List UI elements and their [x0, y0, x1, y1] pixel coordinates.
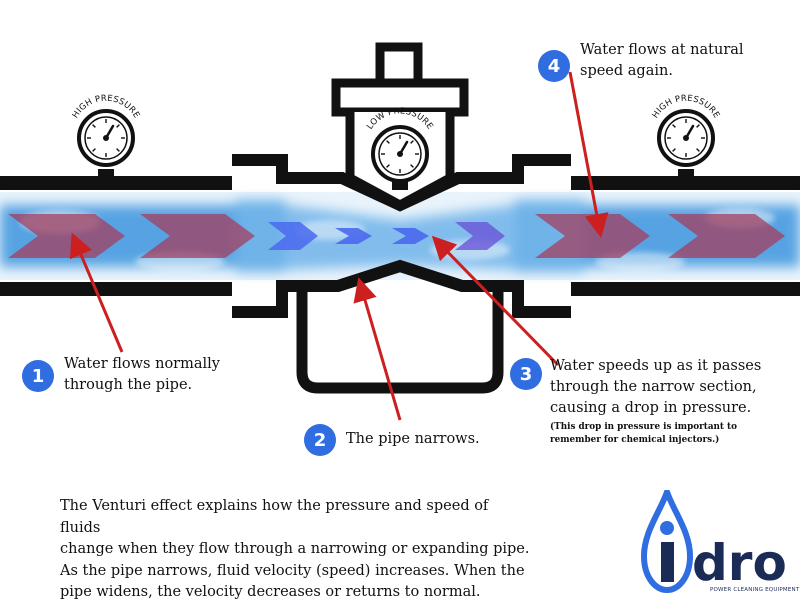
step-1: 1 Water flows normally through the pipe. — [22, 356, 220, 396]
pointer-step-1 — [69, 232, 124, 353]
step-4-text-line2: speed again. — [580, 63, 673, 79]
collector-chamber — [296, 292, 504, 394]
step-3-badge: 3 — [510, 358, 542, 390]
step-1-badge: 1 — [22, 360, 54, 392]
idro-logo: dro POWER CLEANING EQUIPMENT — [640, 490, 800, 594]
venturi-lower-wall — [232, 259, 571, 318]
logo-tagline: POWER CLEANING EQUIPMENT — [710, 587, 800, 593]
step-3-note-line2: remember for chemical injectors.) — [550, 435, 720, 445]
step-4: 4 Water flows at natural speed again. — [538, 42, 744, 82]
logo-i-stem — [661, 542, 674, 582]
step-3-note: (This drop in pressure is important to r… — [550, 421, 761, 447]
step-1-text-line1: Water flows normally — [64, 356, 220, 372]
right-gauge: HIGH PRESSURE — [651, 94, 721, 180]
pointer-step-4 — [568, 71, 609, 238]
step-1-text-line2: through the pipe. — [64, 377, 193, 393]
step-4-badge: 4 — [538, 50, 570, 82]
explanation-line-3: As the pipe narrows, fluid velocity (spe… — [60, 562, 525, 579]
fast-arrow — [455, 222, 505, 250]
fast-arrow — [335, 228, 372, 244]
slow-arrow — [8, 214, 125, 258]
step-3-text-line1: Water speeds up as it passes — [550, 358, 762, 374]
explanation-line-4: pipe widens, the velocity decreases or r… — [60, 584, 481, 600]
pointer-lines — [69, 71, 609, 421]
explanation-line-2: change when they flow through a narrowin… — [60, 541, 530, 557]
step-2-text: The pipe narrows. — [346, 431, 480, 447]
step-3-text-line3: causing a drop in pressure. — [550, 400, 752, 416]
fast-arrow — [392, 228, 429, 244]
step-2: 2 The pipe narrows. — [304, 424, 480, 456]
logo-wordmark: dro — [692, 534, 787, 592]
step-4-text-line1: Water flows at natural — [580, 42, 744, 58]
logo-i-dot — [660, 521, 674, 535]
water-drop-icon — [640, 490, 694, 594]
slow-arrow — [668, 214, 785, 258]
pointer-step-3 — [431, 235, 560, 367]
venturi-explanation: The Venturi effect explains how the pres… — [60, 496, 530, 604]
left-gauge: HIGH PRESSURE — [71, 94, 141, 180]
step-3-text-line2: through the narrow section, — [550, 379, 757, 395]
step-3-note-line1: (This drop in pressure is important to — [550, 422, 737, 432]
pointer-step-2 — [353, 277, 402, 421]
explanation-line-1: The Venturi effect explains how the pres… — [60, 498, 489, 536]
fast-arrow — [268, 222, 318, 250]
step-3: 3 Water speeds up as it passes through t… — [510, 356, 761, 447]
pipe — [0, 154, 800, 394]
flow-arrows — [8, 214, 785, 258]
slow-arrow — [140, 214, 255, 258]
step-2-badge: 2 — [304, 424, 336, 456]
